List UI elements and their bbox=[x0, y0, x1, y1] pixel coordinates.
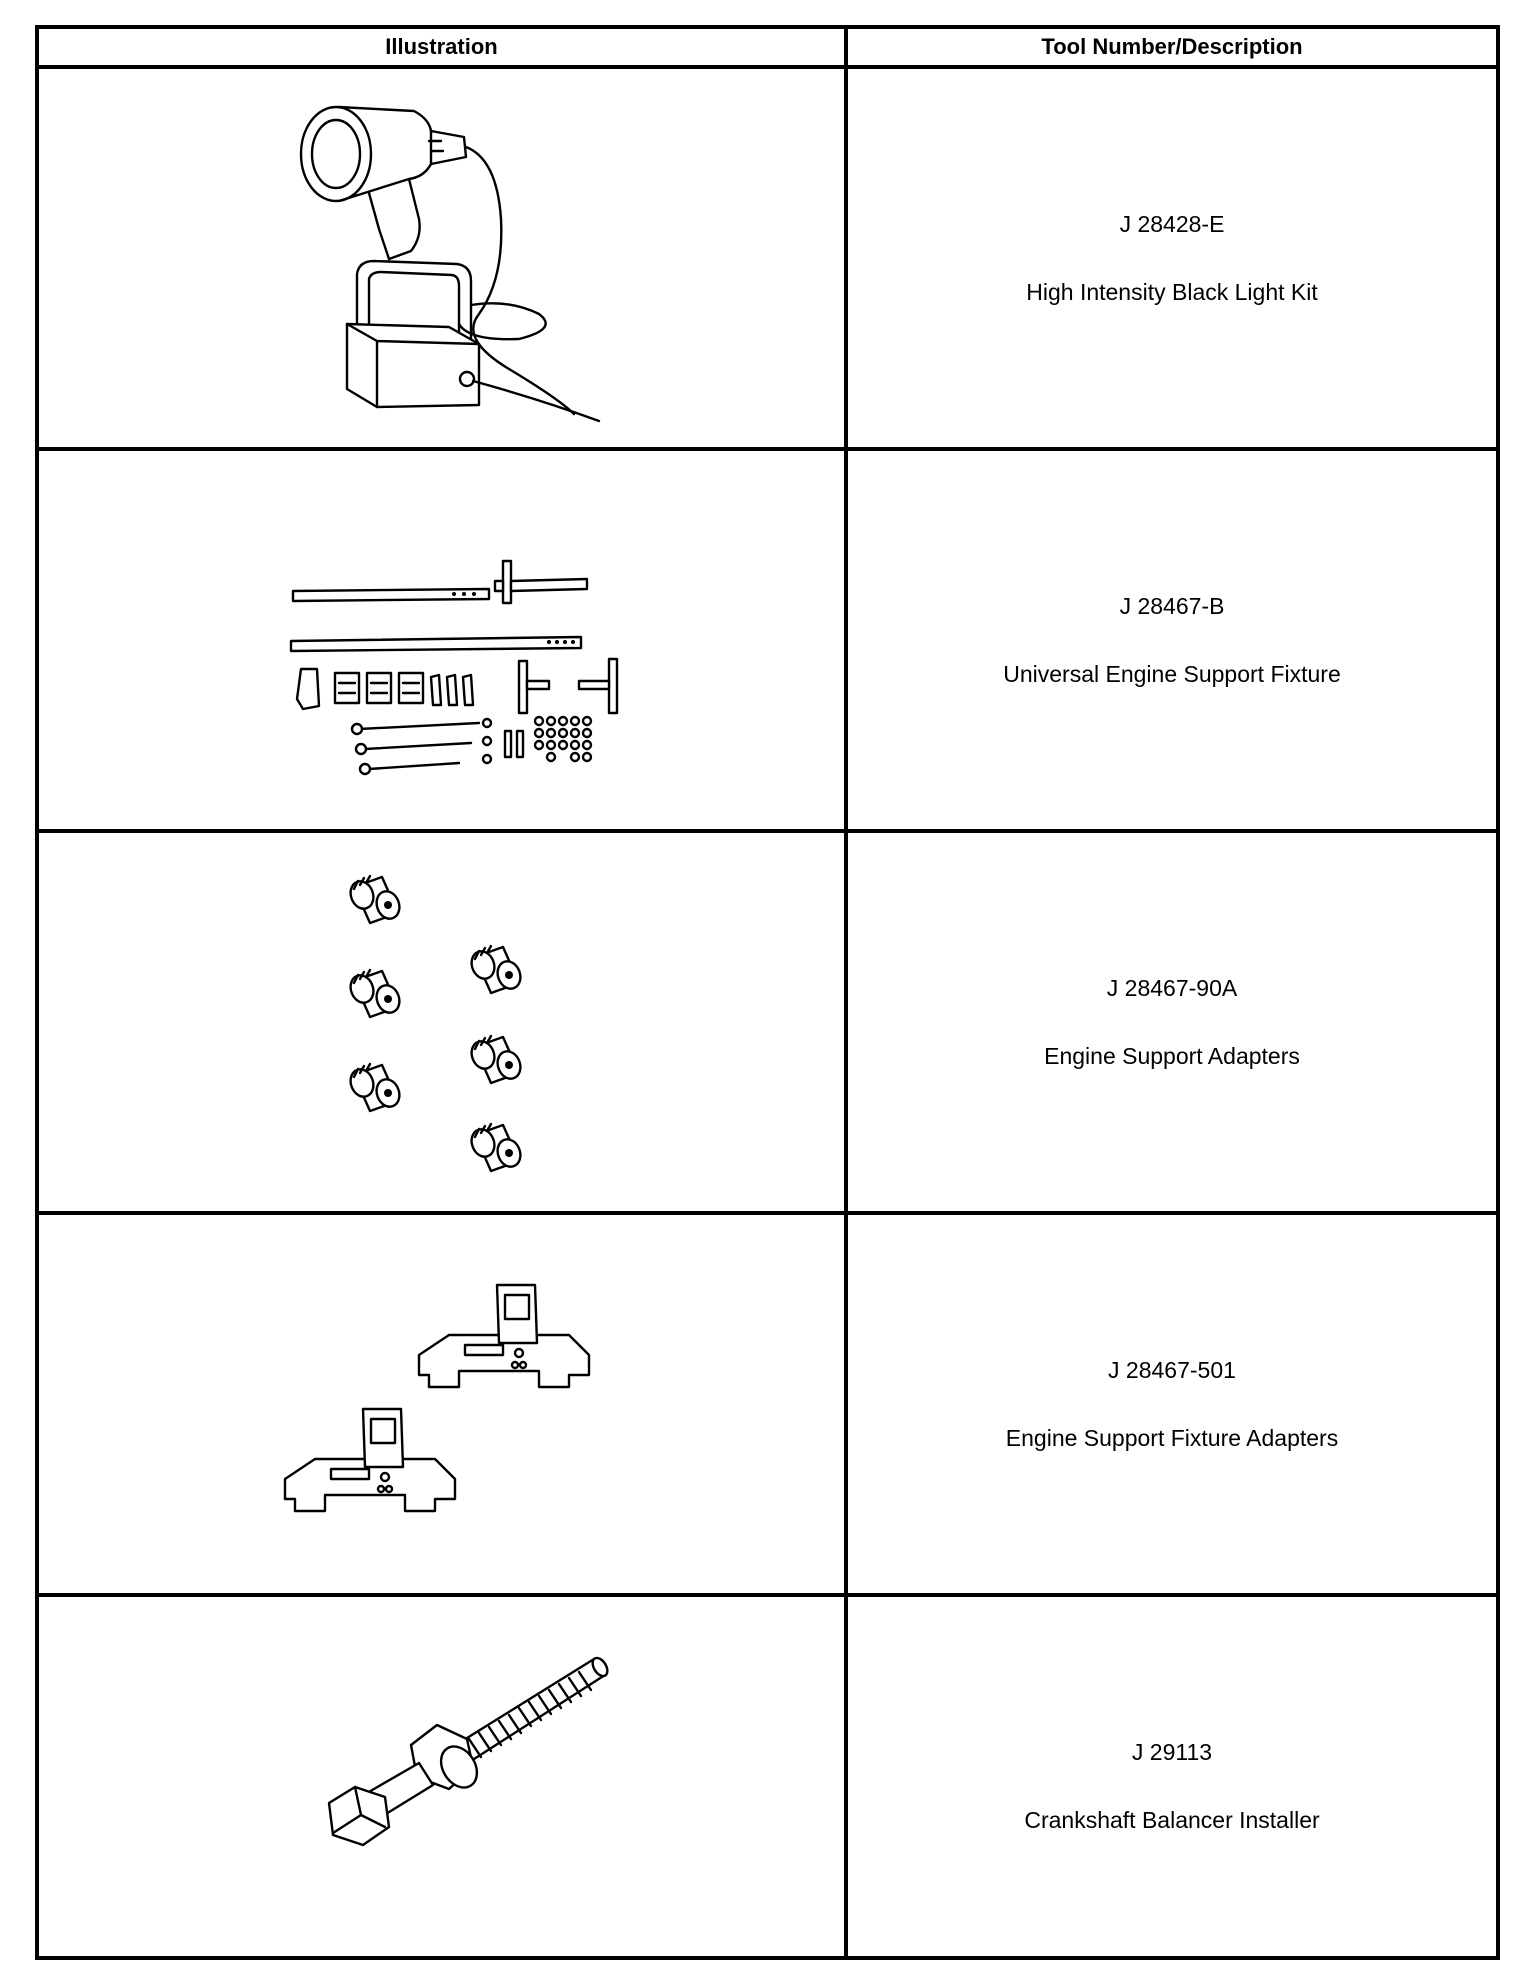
tool-number: J 28428-E bbox=[1119, 211, 1225, 237]
tool-number: J 28467-501 bbox=[1108, 1357, 1236, 1383]
tool-description-cell: J 28428-E High Intensity Black Light Kit bbox=[848, 69, 1496, 447]
fixture-adapters-icon bbox=[39, 1215, 844, 1593]
tool-description: Engine Support Fixture Adapters bbox=[1005, 1425, 1339, 1451]
table-row: J 28467-501 Engine Support Fixture Adapt… bbox=[39, 1215, 1496, 1593]
tool-number: J 29113 bbox=[1131, 1739, 1213, 1765]
row-divider bbox=[39, 447, 1496, 451]
table-row: J 29113 Crankshaft Balancer Installer bbox=[39, 1597, 1496, 1975]
row-divider bbox=[39, 1211, 1496, 1215]
engine-support-fixture-icon bbox=[39, 451, 844, 829]
tool-number: J 28467-B bbox=[1119, 593, 1225, 619]
special-tools-table: Illustration Tool Number/Description bbox=[35, 25, 1500, 1960]
table-header: Illustration Tool Number/Description bbox=[39, 29, 1496, 69]
tool-description-cell: J 28467-501 Engine Support Fixture Adapt… bbox=[848, 1215, 1496, 1593]
tool-description: Crankshaft Balancer Installer bbox=[1024, 1807, 1320, 1833]
table-row: J 28467-B Universal Engine Support Fixtu… bbox=[39, 451, 1496, 829]
tool-description: High Intensity Black Light Kit bbox=[1026, 279, 1318, 305]
engine-support-adapters-icon bbox=[39, 833, 844, 1211]
balancer-installer-icon bbox=[39, 1597, 844, 1975]
tool-description: Universal Engine Support Fixture bbox=[1003, 661, 1341, 687]
tool-description: Engine Support Adapters bbox=[1044, 1043, 1300, 1069]
black-light-kit-icon bbox=[39, 69, 844, 447]
column-divider bbox=[844, 29, 848, 1956]
table-row: J 28428-E High Intensity Black Light Kit bbox=[39, 69, 1496, 447]
tool-description-cell: J 28467-90A Engine Support Adapters bbox=[848, 833, 1496, 1211]
row-divider bbox=[39, 829, 1496, 833]
row-divider bbox=[39, 1593, 1496, 1597]
table-row: J 28467-90A Engine Support Adapters bbox=[39, 833, 1496, 1211]
header-tool-description: Tool Number/Description bbox=[1041, 34, 1303, 59]
header-illustration: Illustration bbox=[385, 34, 498, 59]
tool-description-cell: J 28467-B Universal Engine Support Fixtu… bbox=[848, 451, 1496, 829]
tool-number: J 28467-90A bbox=[1106, 975, 1238, 1001]
tool-description-cell: J 29113 Crankshaft Balancer Installer bbox=[848, 1597, 1496, 1975]
